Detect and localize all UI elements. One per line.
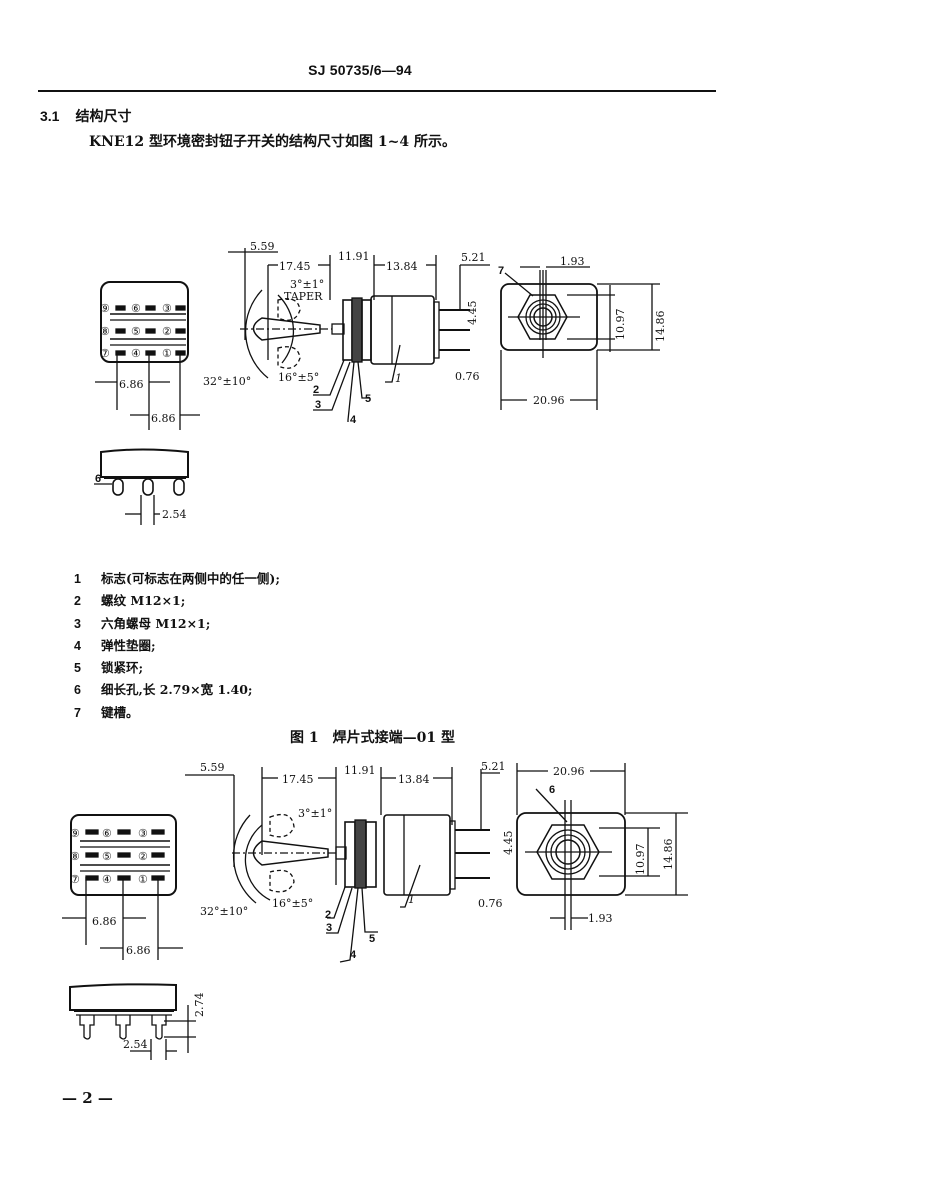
taper-label: TAPER	[284, 290, 323, 303]
dim-pin-pitch: 2.54	[123, 1038, 148, 1051]
dim-taper-angle: 3°±1°	[290, 278, 324, 291]
dim-bushing: 11.91	[338, 250, 370, 263]
callout-2: 2	[325, 909, 331, 921]
page-number: — 2 —	[62, 1089, 113, 1107]
terminal-6: ⑥	[131, 302, 141, 315]
dim-lever-offset: 5.59	[250, 240, 275, 253]
dim-terminal-length: 5.21	[461, 251, 486, 264]
dim-pitch-a: 6.86	[92, 915, 117, 928]
dim-terminal-thickness: 0.76	[455, 370, 480, 383]
dim-height: 14.86	[654, 311, 667, 343]
dim-keyway: 1.93	[560, 255, 585, 268]
terminal-9: ⑨	[70, 827, 80, 840]
side-view: 5.59 17.45 11.91 13.84 3°±1° TAPER 32°±1…	[203, 240, 490, 426]
dim-width: 20.96	[553, 765, 585, 778]
callout-4: 4	[350, 414, 357, 426]
figure-1-caption: 图 1 焊片式接端—01 型	[290, 730, 455, 746]
standard-number: SJ 50735/6—94	[308, 62, 412, 78]
figure-1-drawing: ⑨ ⑥ ③ ⑧ ⑤ ② ⑦ ④ ① 6.86 6.86 5.59 17.45 1…	[94, 240, 667, 525]
dim-throw-angle: 32°±10°	[203, 375, 251, 388]
header-rule	[38, 90, 716, 92]
dim-terminal-pitch: 4.45	[502, 831, 515, 856]
terminal-5: ⑤	[131, 325, 141, 338]
terminal-8: ⑧	[70, 850, 80, 863]
terminal-2: ②	[138, 850, 148, 863]
callout-3: 3	[315, 399, 321, 411]
callout-6: 6	[549, 784, 555, 796]
terminal-7: ⑦	[100, 347, 110, 360]
dim-keyway: 1.93	[588, 912, 613, 925]
callout-3: 3	[326, 922, 332, 934]
pin-side-view: 2.74 2.54	[69, 983, 206, 1060]
dim-pitch-b: 6.86	[126, 944, 151, 957]
dim-height: 14.86	[662, 839, 675, 871]
terminal-4: ④	[131, 347, 141, 360]
dim-pitch-a: 6.86	[119, 378, 144, 391]
callout-5: 5	[369, 933, 375, 945]
callout-6: 6	[95, 473, 101, 485]
dim-pin-length: 2.74	[193, 993, 206, 1018]
dim-terminal-length: 5.21	[481, 760, 506, 773]
dim-throw-angle: 32°±10°	[200, 905, 248, 918]
terminal-2: ②	[162, 325, 172, 338]
dim-hex: 10.97	[614, 309, 627, 341]
terminal-3: ③	[162, 302, 172, 315]
dim-width: 20.96	[533, 394, 565, 407]
dim-lever-length: 17.45	[282, 773, 314, 786]
dim-lever-offset: 5.59	[200, 761, 225, 774]
terminal-8: ⑧	[100, 325, 110, 338]
section-number: 3.1	[40, 108, 60, 124]
terminal-9: ⑨	[100, 302, 110, 315]
callout-1: 1	[395, 372, 402, 385]
dim-terminal-pitch: 4.45	[466, 301, 479, 326]
terminal-1: ①	[138, 873, 148, 886]
dim-body: 13.84	[386, 260, 418, 273]
side-view-2: 5.59 17.45 11.91 13.84 3°±1° 32°±10° 16°…	[185, 760, 515, 963]
dim-solder-pitch: 2.54	[162, 508, 187, 521]
dim-taper-angle: 3°±1°	[298, 807, 332, 820]
terminal-5: ⑤	[102, 850, 112, 863]
section-intro: KNE12 型环境密封钮子开关的结构尺寸如图 1~4 所示。	[89, 134, 456, 150]
dim-body: 13.84	[398, 773, 430, 786]
terminal-1: ①	[162, 347, 172, 360]
front-view: 1.93 7 10.97 14.86 20.96	[498, 255, 667, 410]
dim-pitch-b: 6.86	[151, 412, 176, 425]
section-title: 结构尺寸	[75, 109, 132, 125]
dim-position-angle: 16°±5°	[272, 897, 313, 910]
dim-hex: 10.97	[634, 844, 647, 876]
terminal-3: ③	[138, 827, 148, 840]
dim-position-angle: 16°±5°	[278, 371, 319, 384]
callout-4: 4	[350, 949, 357, 961]
section-heading: 3.1 结构尺寸	[40, 106, 131, 126]
callout-7: 7	[498, 265, 504, 277]
solder-side-view: 6 2.54	[94, 448, 189, 525]
figure-2-drawing: ⑨ ⑥ ③ ⑧ ⑤ ② ⑦ ④ ① 6.86 6.86 5.59 17.45 1…	[62, 760, 688, 1060]
terminal-4: ④	[102, 873, 112, 886]
terminal-face-view-2: ⑨ ⑥ ③ ⑧ ⑤ ② ⑦ ④ ① 6.86 6.86	[62, 814, 183, 960]
terminal-6: ⑥	[102, 827, 112, 840]
callout-2: 2	[313, 384, 319, 396]
dim-terminal-thickness: 0.76	[478, 897, 503, 910]
callout-1: 1	[408, 893, 415, 906]
dim-lever-length: 17.45	[279, 260, 311, 273]
terminal-7: ⑦	[70, 873, 80, 886]
front-view-2: 20.96 1.93 6 10.97 14.86	[516, 763, 688, 930]
terminal-face-view: ⑨ ⑥ ③ ⑧ ⑤ ② ⑦ ④ ① 6.86 6.86	[95, 281, 200, 430]
callout-5: 5	[365, 393, 371, 405]
dim-bushing: 11.91	[344, 764, 376, 777]
